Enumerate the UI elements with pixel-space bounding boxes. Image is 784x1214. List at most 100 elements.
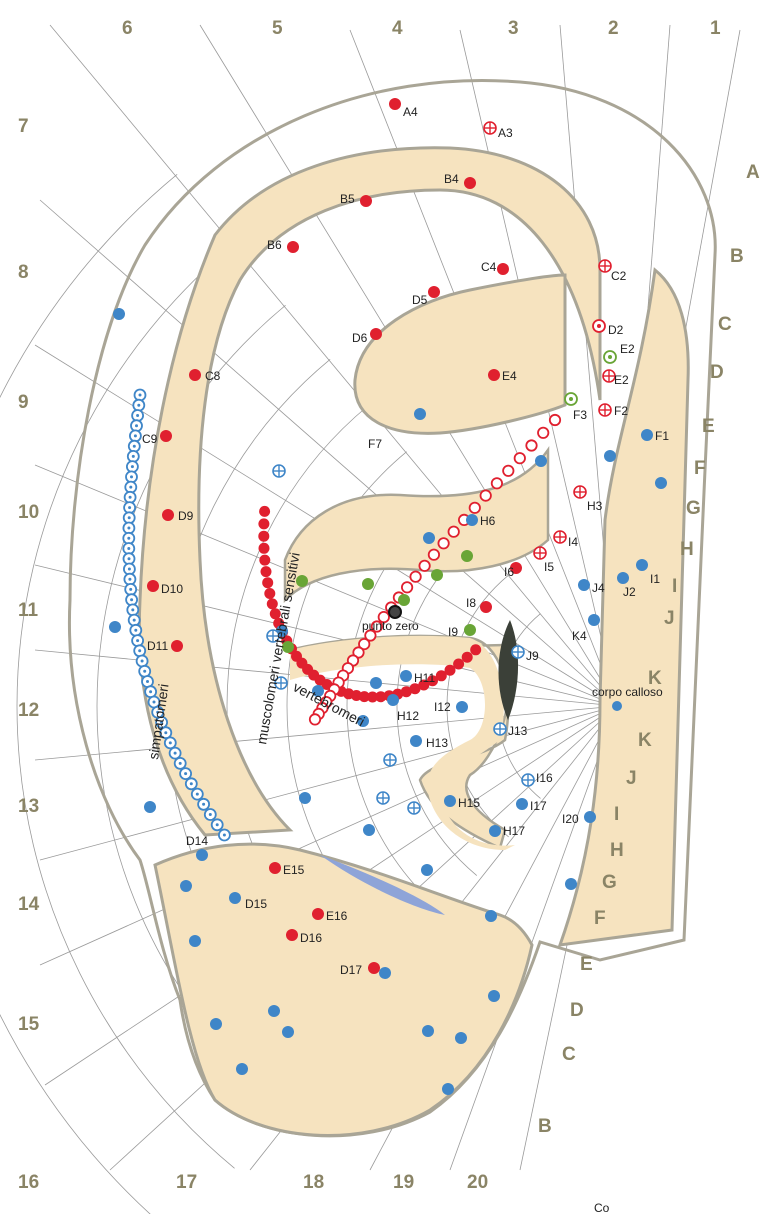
sympathetic-ring-core [127, 536, 131, 540]
sensory-dot [259, 505, 271, 517]
red-point [480, 601, 492, 613]
blue-point [455, 1032, 467, 1044]
red-point [368, 962, 380, 974]
sympathetic-ring-core [189, 782, 193, 786]
left-number: 11 [18, 600, 39, 621]
sympathetic-ring-core [132, 618, 136, 622]
ear-antitragus [290, 635, 515, 850]
blue-point [584, 811, 596, 823]
grid-ray [39, 705, 618, 966]
ear-canal-slit [498, 620, 519, 720]
sympathetic-ring-core [132, 444, 136, 448]
point-label: I5 [544, 560, 554, 574]
corpus-callosum-label: corpo calloso [592, 685, 663, 699]
point-label: E2 [620, 342, 635, 356]
sympathetic-chain [122, 388, 231, 842]
top-number: 1 [710, 18, 721, 39]
sympathetic-ring-core [127, 526, 131, 530]
edge-letter: J [626, 768, 637, 789]
sympathetic-ring-core [130, 465, 134, 469]
sympathetic-ring-core [131, 454, 135, 458]
sensory-ring [308, 713, 322, 726]
point-label: D10 [161, 582, 183, 596]
left-number: 15 [18, 1014, 40, 1035]
sensory-dot [264, 588, 276, 599]
sympathetic-ring-core [128, 495, 132, 499]
ear-right-column [557, 267, 690, 947]
blue-point [196, 849, 208, 861]
red-point [162, 509, 174, 521]
sympathetic-ring-core [127, 557, 131, 561]
point-label: I12 [434, 700, 451, 714]
point-label: H11 [414, 671, 435, 685]
point-label: F1 [655, 429, 669, 443]
green-point [464, 624, 476, 636]
sympathetic-ring-core [156, 710, 160, 714]
point-label: D17 [340, 963, 362, 977]
sympathetic-ring-core [128, 577, 132, 581]
sympathetic-ring-core [138, 393, 142, 397]
edge-letter: G [686, 498, 701, 519]
sympathetic-ring-core [127, 516, 131, 520]
sensory-dot [259, 554, 271, 566]
point-label: I16 [536, 771, 553, 785]
grid-arc [16, 243, 235, 1169]
sympathetic-ring-core [202, 802, 206, 806]
sympathetic-ring-core [131, 608, 135, 612]
point-label: I8 [466, 596, 476, 610]
blue-point [357, 715, 369, 727]
left-number: 12 [18, 700, 39, 721]
ear-antihelix [283, 446, 550, 604]
blue-point [466, 514, 478, 526]
sympathetic-ring-core [208, 813, 212, 816]
sensory-ring [352, 646, 365, 659]
point-label: H12 [397, 709, 419, 723]
zero-point-label: punto zero [362, 619, 419, 633]
point-label: B5 [340, 192, 355, 206]
point-label: C2 [611, 269, 627, 283]
sensory-ring [468, 501, 481, 514]
sympathetic-ring-core [160, 720, 164, 724]
left-number: 16 [18, 1172, 39, 1193]
sympathetic-ring-core [136, 639, 140, 643]
blue-point [109, 621, 121, 633]
blue-point [442, 1083, 454, 1095]
ear-upper-concha [353, 273, 567, 435]
sympathetic-ring-core [215, 823, 219, 827]
grid-ray [34, 649, 618, 707]
sensory-dot [269, 608, 281, 620]
edge-letter: H [610, 840, 624, 861]
point-label: H13 [426, 736, 448, 750]
left-number: 10 [18, 502, 39, 523]
point-label: F2 [614, 404, 628, 418]
blue-point [423, 532, 435, 544]
edge-letter: C [562, 1044, 576, 1065]
blue-point [299, 792, 311, 804]
blue-point [410, 735, 422, 747]
blue-point [414, 408, 426, 420]
left-number: 7 [18, 116, 29, 137]
sensory-ring [400, 581, 414, 594]
sensory-dot [453, 658, 465, 670]
blue-point [489, 825, 501, 837]
sympathetic-ring-core [184, 772, 188, 776]
sensory-dot [418, 679, 430, 691]
point-label: J13 [508, 724, 528, 738]
sympathetic-ring-core [134, 628, 138, 632]
edge-letter: D [570, 1000, 584, 1021]
sensory-dot [444, 664, 456, 676]
red-point [488, 369, 500, 381]
blue-point [387, 694, 399, 706]
sensory-dot [258, 530, 270, 542]
point-label: D11 [147, 639, 168, 653]
blue-point [604, 450, 616, 462]
red-point [269, 862, 281, 874]
point-label: F7 [368, 437, 382, 451]
blue-point [379, 967, 391, 979]
grid-arc [446, 574, 509, 838]
top-number: 4 [392, 18, 403, 39]
blue-point [578, 579, 590, 591]
sensory-ring [548, 413, 562, 427]
bottom-number: 17 [176, 1172, 197, 1193]
blue-point [400, 670, 412, 682]
